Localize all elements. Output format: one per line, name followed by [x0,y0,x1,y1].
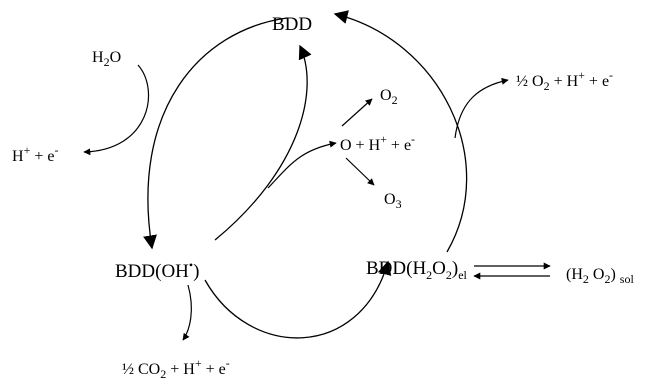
label-proton-electron-left: H+ + e- [12,143,58,165]
arrow-h2o2-to-half-o2 [454,77,509,139]
arrow-water-to-proton [83,64,150,156]
arc-oh-to-top [214,44,312,241]
arc-top-to-oh [143,17,288,250]
label-bdd-h2o2-el: BDD(H2O2)el [366,258,468,282]
label-o2: O2 [380,87,398,107]
arrow-o-radical-to-o2 [341,98,373,127]
arrow-oh-to-half-co2 [182,284,192,341]
label-bdd-top: BDD [272,14,312,35]
label-bdd-oh-radical: BDD(OH•) [115,258,199,282]
label-o3: O3 [384,191,402,211]
label-o-radical: O + H+ + e- [340,132,415,154]
label-h2o2-sol: (H2 O2) sol [566,266,634,286]
label-water: H2O [92,49,121,69]
label-half-co2-products: ½ CO2 + H+ + e- [122,356,230,380]
arc-oh-to-h2o2 [204,260,392,339]
arrow-o-radical-to-o3 [345,157,375,186]
arrow-to-o-radical [267,140,337,189]
arc-h2o2-to-top [333,10,468,253]
label-half-o2-products: ½ O2 + H+ + e- [516,68,613,93]
